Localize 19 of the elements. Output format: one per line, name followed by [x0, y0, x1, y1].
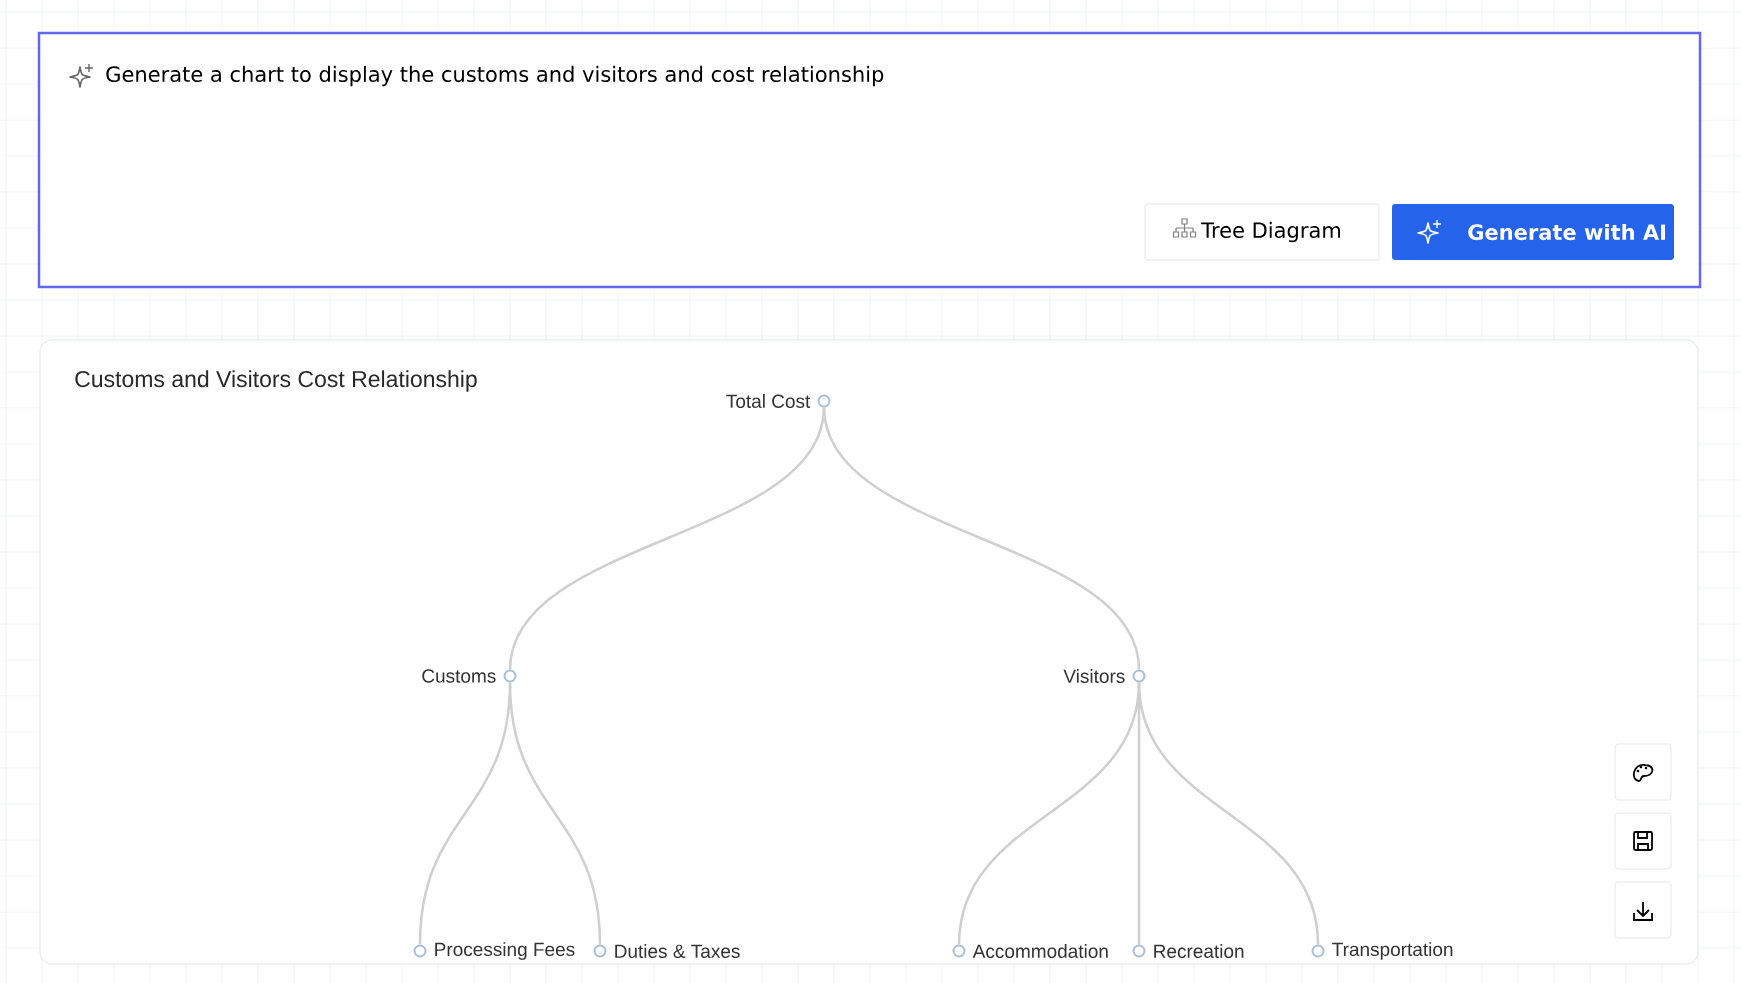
- tree-branch: [1137, 682, 1320, 945]
- prompt-text: Generate a chart to display the customs and visitors and cost relationship: [106, 65, 884, 87]
- tree-node: Accommodation: [952, 944, 1108, 958]
- tree-node: Duties & Taxes: [593, 944, 740, 958]
- node-label: Total Cost: [726, 394, 811, 408]
- tree-diagram-button: Tree Diagram: [1144, 203, 1380, 261]
- node-label: Customs: [422, 669, 496, 683]
- tree-node: Total Cost: [726, 394, 831, 408]
- tree-branch: [508, 682, 602, 945]
- node-label: Recreation: [1154, 944, 1244, 958]
- tree-node: Customs: [422, 669, 517, 683]
- tree-branch: [822, 407, 1141, 670]
- tree-node: Processing Fees: [413, 942, 575, 960]
- node-label: Visitors: [1063, 669, 1125, 683]
- chart-title: Customs and Visitors Cost Relationship: [75, 370, 477, 392]
- generate-button: Generate with AI: [1392, 204, 1674, 260]
- tree-node: Transportation: [1311, 942, 1453, 960]
- tree-node: Recreation: [1132, 944, 1244, 958]
- tree-node: Visitors: [1063, 669, 1146, 683]
